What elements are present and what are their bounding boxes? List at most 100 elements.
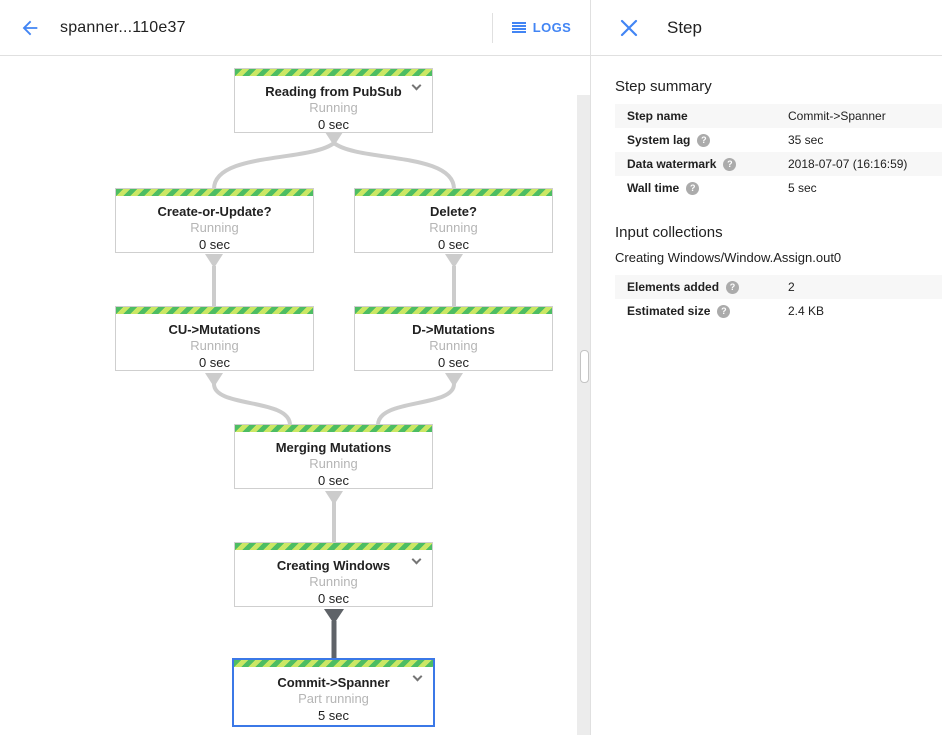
row-label: Estimated size ? [615,304,788,318]
running-stripe [355,307,552,314]
scrollbar-thumb[interactable] [580,350,589,383]
input-collections-heading: Input collections [615,224,723,241]
help-icon[interactable]: ? [686,181,700,195]
row-label-text: Wall time [627,181,680,195]
edge-arrowhead [325,491,343,505]
help-icon[interactable]: ? [697,133,711,147]
row-label-text: Step name [627,109,688,123]
graph-vertical-scrollbar[interactable] [577,95,590,735]
table-row: Step name Commit->Spanner [615,104,942,128]
node-time: 0 sec [317,473,350,488]
step-panel-body: Step summary Step name Commit->Spanner S… [591,56,942,323]
help-icon[interactable]: ? [726,280,740,294]
graph-node-reading-from-pubsub[interactable]: Reading from PubSub Running 0 sec [234,68,433,133]
graph-node-create-or-update[interactable]: Create-or-Update? Running 0 sec [115,188,314,253]
node-time: 0 sec [437,355,470,370]
node-time: 0 sec [198,355,231,370]
edge-d-to-merging [376,383,456,426]
node-title: Commit->Spanner [277,675,390,690]
edge-arrowhead [445,373,463,387]
node-status: Running [429,220,478,235]
logs-button-label: LOGS [532,20,572,35]
row-value: 2.4 KB [788,304,825,318]
edge-arrowhead [445,254,463,268]
running-stripe [116,307,313,314]
job-title: spanner...110e37 [60,18,186,36]
graph-node-merging-mutations[interactable]: Merging Mutations Running 0 sec [234,424,433,489]
row-value: 35 sec [788,133,824,147]
running-stripe [234,660,433,667]
input-collection-table: Elements added ? 2 Estimated size ? 2.4 … [615,275,942,323]
arrow-back-icon [22,20,38,35]
node-time: 0 sec [198,237,231,252]
edge-reading-to-delete [332,141,456,190]
running-stripe [355,189,552,196]
node-title: D->Mutations [412,322,495,337]
node-status: Running [309,456,358,471]
row-label-text: System lag [627,133,691,147]
table-row: System lag ? 35 sec [615,128,942,152]
back-button[interactable] [14,12,46,44]
graph-node-commit-spanner-selected[interactable]: Commit->Spanner Part running 5 sec [232,658,435,727]
table-row: Estimated size ? 2.4 KB [615,299,942,323]
table-row: Elements added ? 2 [615,275,942,299]
edge-reading-to-create [212,141,336,190]
node-time: 0 sec [317,117,350,132]
row-label: Wall time ? [615,181,788,195]
row-label-text: Estimated size [627,304,711,318]
row-value: 2018-07-07 (16:16:59) [788,157,908,171]
row-value: 5 sec [788,181,817,195]
node-status: Running [309,574,358,589]
edge-arrowhead [325,132,343,146]
node-status: Running [429,338,478,353]
node-status: Part running [298,691,369,706]
topbar-divider [492,12,493,43]
node-title: CU->Mutations [168,322,261,337]
pipeline-graph-canvas[interactable]: Reading from PubSub Running 0 sec Create… [0,56,590,735]
step-details-panel: Step Step summary Step name Commit->Span… [591,0,942,735]
node-title: Creating Windows [276,558,391,573]
step-panel-title: Step [667,17,702,37]
job-topbar: spanner...110e37 LOGS [0,0,590,56]
running-stripe [235,425,432,432]
close-panel-button[interactable] [617,16,641,40]
node-time: 0 sec [317,591,350,606]
row-label-text: Data watermark [627,157,717,171]
running-stripe [235,543,432,550]
graph-edges [205,132,463,659]
node-title: Delete? [430,204,477,219]
node-status: Running [190,338,239,353]
row-value: 2 [788,280,795,294]
edge-arrowhead [205,373,223,387]
node-time: 0 sec [437,237,470,252]
running-stripe [116,189,313,196]
row-label: Step name [615,109,788,123]
edge-cu-to-merging [212,383,292,426]
graph-node-delete[interactable]: Delete? Running 0 sec [354,188,553,253]
graph-node-creating-windows[interactable]: Creating Windows Running 0 sec [234,542,433,607]
help-icon[interactable]: ? [717,304,731,318]
step-summary-heading: Step summary [615,78,712,95]
edge-arrowhead [205,254,223,268]
node-status: Running [309,100,358,115]
help-icon[interactable]: ? [723,157,737,171]
row-label: Elements added ? [615,280,788,294]
edge-arrowhead-dark [324,609,344,624]
input-collection-name: Creating Windows/Window.Assign.out0 [615,250,842,265]
graph-node-d-mutations[interactable]: D->Mutations Running 0 sec [354,306,553,371]
step-panel-header: Step [591,0,942,56]
table-row: Data watermark ? 2018-07-07 (16:16:59) [615,152,942,176]
node-title: Reading from PubSub [265,84,402,99]
logs-button[interactable]: LOGS [493,0,590,56]
table-row: Wall time ? 5 sec [615,176,942,200]
node-title: Create-or-Update? [157,204,272,219]
row-label: System lag ? [615,133,788,147]
node-status: Running [190,220,239,235]
node-time: 5 sec [317,708,350,723]
graph-node-cu-mutations[interactable]: CU->Mutations Running 0 sec [115,306,314,371]
row-label: Data watermark ? [615,157,788,171]
job-graph-panel: spanner...110e37 LOGS [0,0,591,735]
row-value: Commit->Spanner [788,109,886,123]
step-summary-table: Step name Commit->Spanner System lag ? 3… [615,104,942,200]
row-label-text: Elements added [627,280,720,294]
